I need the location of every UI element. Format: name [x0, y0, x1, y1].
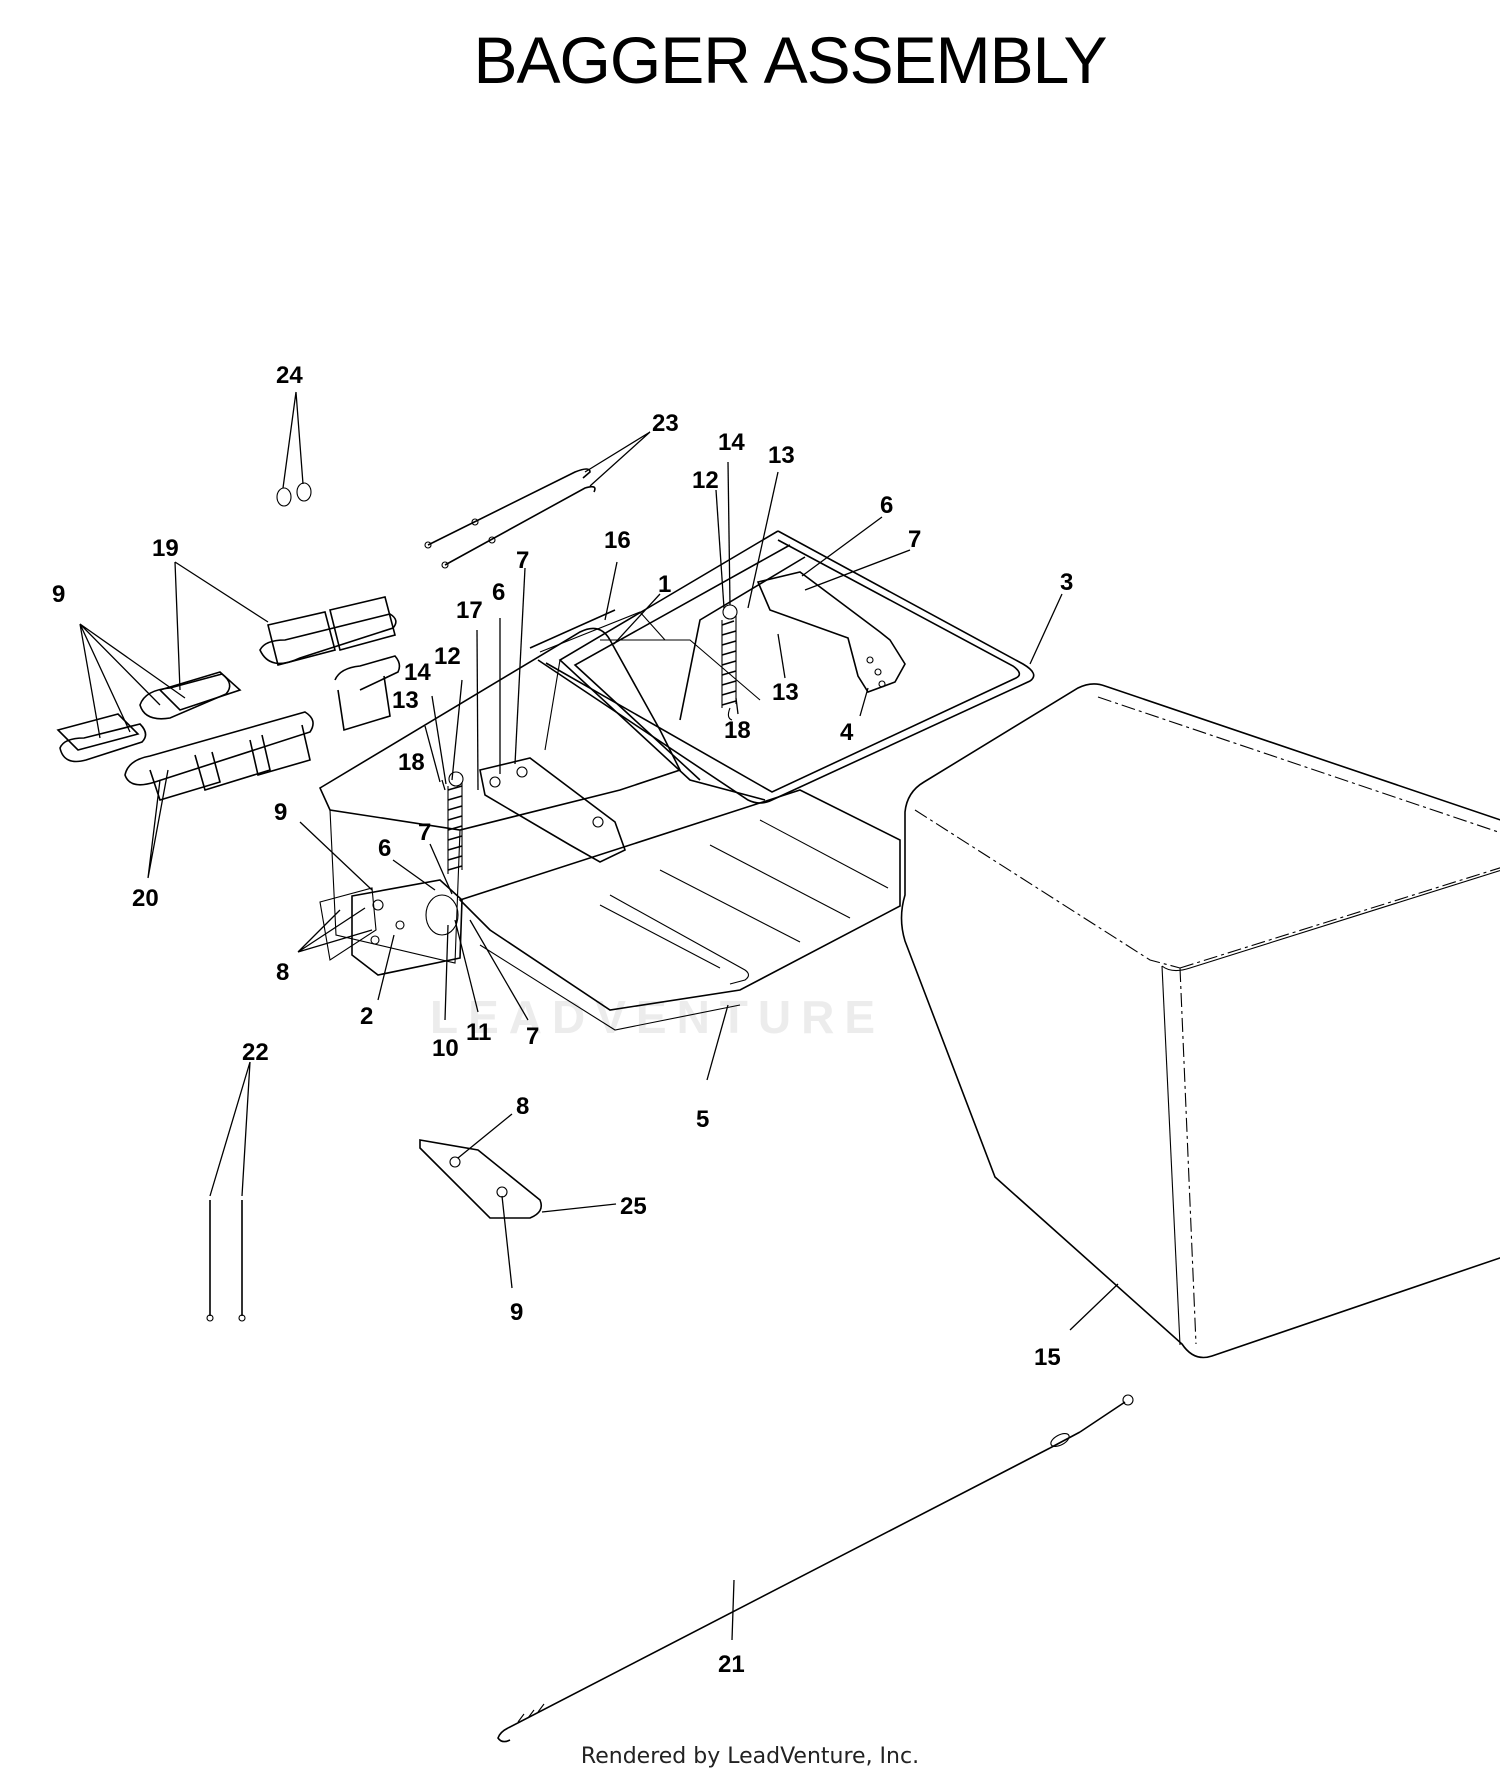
pivot-rod — [529, 609, 616, 649]
base-pan — [458, 789, 901, 1031]
footer-credit: Rendered by LeadVenture, Inc. — [580, 1744, 920, 1769]
callout-21: 21 — [718, 1651, 745, 1678]
callout-20: 20 — [132, 885, 159, 912]
callout-9: 9 — [274, 799, 287, 826]
callout-6: 6 — [880, 492, 893, 519]
side-plate — [419, 1139, 543, 1219]
callout-8: 8 — [276, 959, 289, 986]
callout-19: 19 — [152, 535, 179, 562]
bracket-plate-right — [756, 571, 906, 693]
hinge-kit-bottom — [124, 655, 401, 801]
callout-18: 18 — [398, 749, 425, 776]
callout-14: 14 — [404, 659, 431, 686]
callout-15: 15 — [1034, 1344, 1061, 1371]
bag-frame — [537, 530, 1035, 804]
callout-16: 16 — [604, 527, 631, 554]
callout-7: 7 — [908, 526, 921, 553]
latch-rods — [424, 468, 596, 569]
spring-right — [721, 604, 738, 721]
callout-14: 14 — [718, 429, 745, 456]
callout-17: 17 — [456, 597, 483, 624]
deflector-hood — [318, 611, 761, 964]
cable — [497, 1394, 1134, 1743]
callout-7: 7 — [526, 1023, 539, 1050]
callout-2: 2 — [360, 1003, 373, 1030]
callout-23: 23 — [652, 410, 679, 437]
callout-13: 13 — [768, 442, 795, 469]
callout-9: 9 — [52, 581, 65, 608]
spring-left — [447, 771, 464, 874]
callout-25: 25 — [620, 1193, 647, 1220]
callout-8: 8 — [516, 1093, 529, 1120]
pins — [206, 1200, 246, 1322]
grass-bag — [900, 683, 1500, 1359]
callout-3: 3 — [1060, 569, 1073, 596]
callout-11: 11 — [466, 1019, 491, 1046]
callout-7: 7 — [516, 547, 529, 574]
callout-9: 9 — [510, 1299, 523, 1326]
callout-13: 13 — [392, 687, 419, 714]
hinge-housing — [319, 879, 463, 976]
callout-24: 24 — [276, 362, 303, 389]
watermark: LEADVENTURE — [430, 991, 886, 1043]
callout-1: 1 — [658, 571, 671, 598]
callout-18: 18 — [724, 717, 751, 744]
leader-lines — [79, 391, 1119, 1641]
callout-4: 4 — [840, 719, 854, 746]
callout-7: 7 — [418, 819, 431, 846]
callout-12: 12 — [434, 643, 461, 670]
callout-22: 22 — [242, 1039, 269, 1066]
callout-13: 13 — [772, 679, 799, 706]
callout-12: 12 — [692, 467, 719, 494]
callout-6: 6 — [492, 579, 505, 606]
callout-6: 6 — [378, 835, 391, 862]
callout-10: 10 — [432, 1035, 459, 1062]
callout-labels: 24 23 14 13 12 6 7 19 16 7 1 3 9 6 17 13… — [52, 362, 1073, 1678]
hinge-kit-top — [56, 596, 397, 763]
diagram-title: BAGGER ASSEMBLY — [473, 23, 1107, 97]
clips — [276, 482, 312, 507]
side-bracket-left — [479, 757, 626, 863]
callout-5: 5 — [696, 1106, 709, 1133]
